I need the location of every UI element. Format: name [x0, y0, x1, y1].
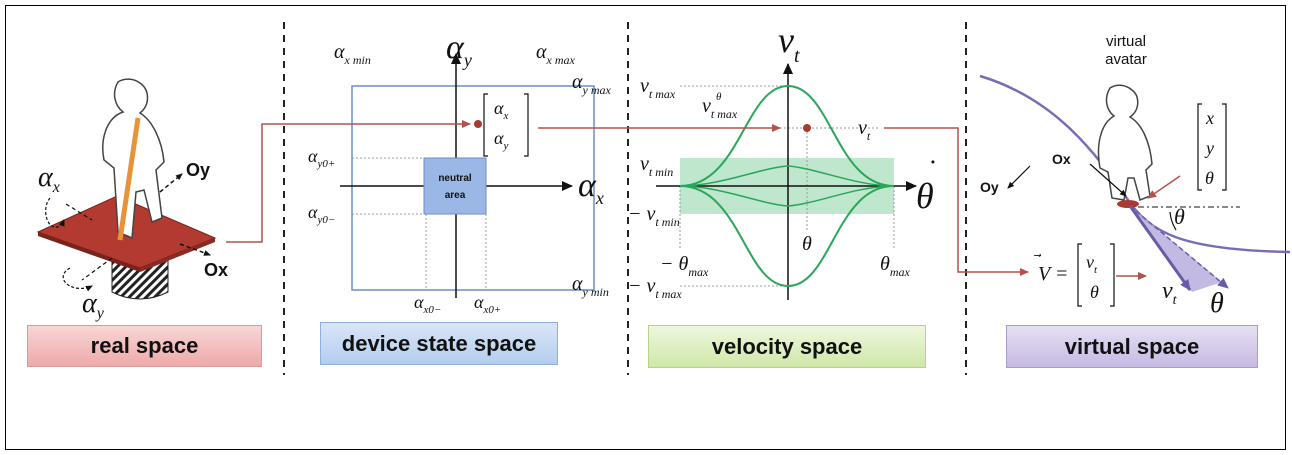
vt-point-label: vt: [858, 117, 871, 143]
alpha-y0-minus-label: αy0−: [308, 202, 335, 226]
real-space-illustration: [36, 78, 217, 300]
V-vector-theta-dot: θ: [1090, 282, 1099, 302]
alpha-x0-minus-label: αx0−: [414, 292, 441, 316]
velocity-plot: [656, 63, 917, 300]
panel-separators: [283, 22, 967, 375]
avatar-figure-icon: [1097, 84, 1153, 202]
avatar-label-2: avatar: [1105, 51, 1147, 68]
virtual-space-illustration: [979, 74, 1291, 307]
real-space-label: real space: [27, 325, 262, 367]
vt-axis-label: vt: [778, 20, 800, 67]
velocity-sector: [1130, 206, 1222, 292]
V-arrow-accent: ⃗: [1034, 253, 1042, 258]
V-label: V =: [1038, 263, 1068, 285]
neutral-area-label: neutral: [438, 173, 472, 184]
vt-arrow-label: vt: [1162, 278, 1178, 308]
device-alpha-y-axis-label: αy: [446, 29, 472, 70]
vt-min-label: vt min: [640, 153, 673, 179]
pose-y-label: y: [1204, 138, 1214, 158]
real-ox-label: Ox: [204, 260, 228, 280]
device-range-box: [351, 85, 595, 291]
neg-theta-max-label: − θmax: [660, 253, 709, 279]
real-alpha-y-label: αy: [82, 288, 105, 322]
vt-min-upper-curve: [679, 165, 895, 187]
theta-dot-axis-dot: ˙: [926, 154, 936, 187]
real-alpha-x-label: αx: [38, 162, 60, 196]
velocity-space-label: velocity space: [648, 325, 926, 368]
vt-min-lower-curve: [679, 185, 895, 207]
alpha-x-min-label: αx min: [334, 41, 371, 67]
alpha-x0-plus-label: αx0+: [474, 292, 501, 316]
vt-upper-curve: [679, 84, 895, 187]
flow-arrows: [226, 120, 1147, 280]
theta-max-label: θmax: [880, 253, 910, 279]
theta-dot-axis-label: θ: [916, 176, 934, 216]
avatar-label: virtual: [1106, 33, 1146, 50]
virtual-space-label: virtual space: [1006, 325, 1258, 368]
joystick-handle: [117, 117, 141, 241]
V-vector-vt: vt: [1086, 252, 1098, 276]
virtual-ox-label: Ox: [1052, 151, 1071, 167]
theta-dot-arrow-label: θ: [1210, 288, 1224, 319]
state-vector-alpha-x: αx: [494, 98, 508, 122]
avatar-position-marker: [1117, 200, 1139, 208]
state-vector-alpha-y: αy: [494, 128, 508, 152]
alpha-x-max-label: αx max: [536, 41, 575, 67]
figure-frame: [5, 5, 1286, 450]
device-state-plot: [340, 53, 595, 298]
alpha-y-max-label: αy max: [572, 71, 611, 97]
alpha-y-min-label: αy min: [572, 273, 609, 299]
device-alpha-x-axis-label: αx: [578, 167, 604, 208]
virtual-oy-label: Oy: [980, 179, 999, 195]
velocity-point: [803, 124, 811, 132]
heading-theta-label: θ: [1174, 204, 1185, 229]
real-oy-label: Oy: [186, 160, 210, 180]
neutral-area: [423, 157, 487, 215]
alpha-y0-plus-label: αy0+: [308, 146, 335, 170]
vt-lower-curve: [679, 185, 895, 288]
device-state-space-label: device state space: [320, 322, 558, 365]
pose-theta-label: θ: [1205, 168, 1214, 188]
pose-x-label: x: [1205, 108, 1214, 128]
neg-vt-max-label: − vt max: [628, 275, 682, 301]
device-state-point: [474, 120, 482, 128]
vt-max-theta-label: vt max: [702, 95, 738, 121]
neutral-area-label-2: area: [445, 190, 466, 201]
theta-dot-point-label: θ: [802, 233, 812, 255]
trajectory-curve: [979, 74, 1291, 254]
vt-max-theta-sup: θ: [716, 91, 722, 103]
vt-max-label: vt max: [640, 75, 676, 101]
neg-vt-min-label: − vt min: [628, 203, 680, 229]
